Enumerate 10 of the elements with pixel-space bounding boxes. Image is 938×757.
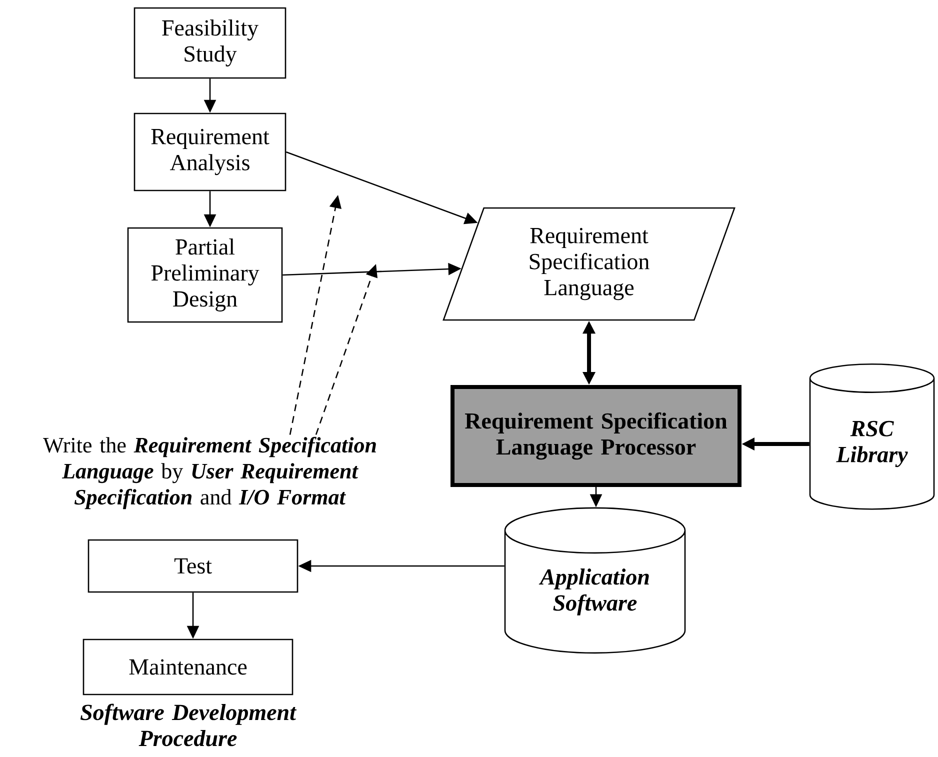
database-cylinder: Application Software bbox=[504, 507, 686, 654]
data-parallelogram: Requirement Specification Language bbox=[442, 207, 736, 321]
process-box: Test bbox=[88, 539, 298, 593]
process-box: Requirement Analysis bbox=[134, 112, 286, 192]
process-box: Partial Preliminary Design bbox=[127, 227, 283, 323]
process-box: Feasibility Study bbox=[134, 7, 286, 79]
process-box: Maintenance bbox=[82, 638, 294, 696]
note-text: Write the Requirement Specification Language by User Requirement Specification and I/O Format bbox=[43, 436, 376, 510]
processor-box: Requirement Specification Language Processor bbox=[450, 385, 742, 487]
database-cylinder: RSC Library bbox=[809, 363, 935, 510]
